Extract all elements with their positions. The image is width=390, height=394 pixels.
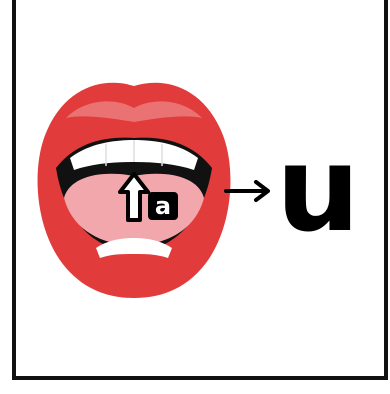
target-letter: u [276,130,360,248]
source-letter: a [155,192,171,220]
open-mouth-icon: a [36,78,232,300]
right-arrow-icon [222,176,276,206]
